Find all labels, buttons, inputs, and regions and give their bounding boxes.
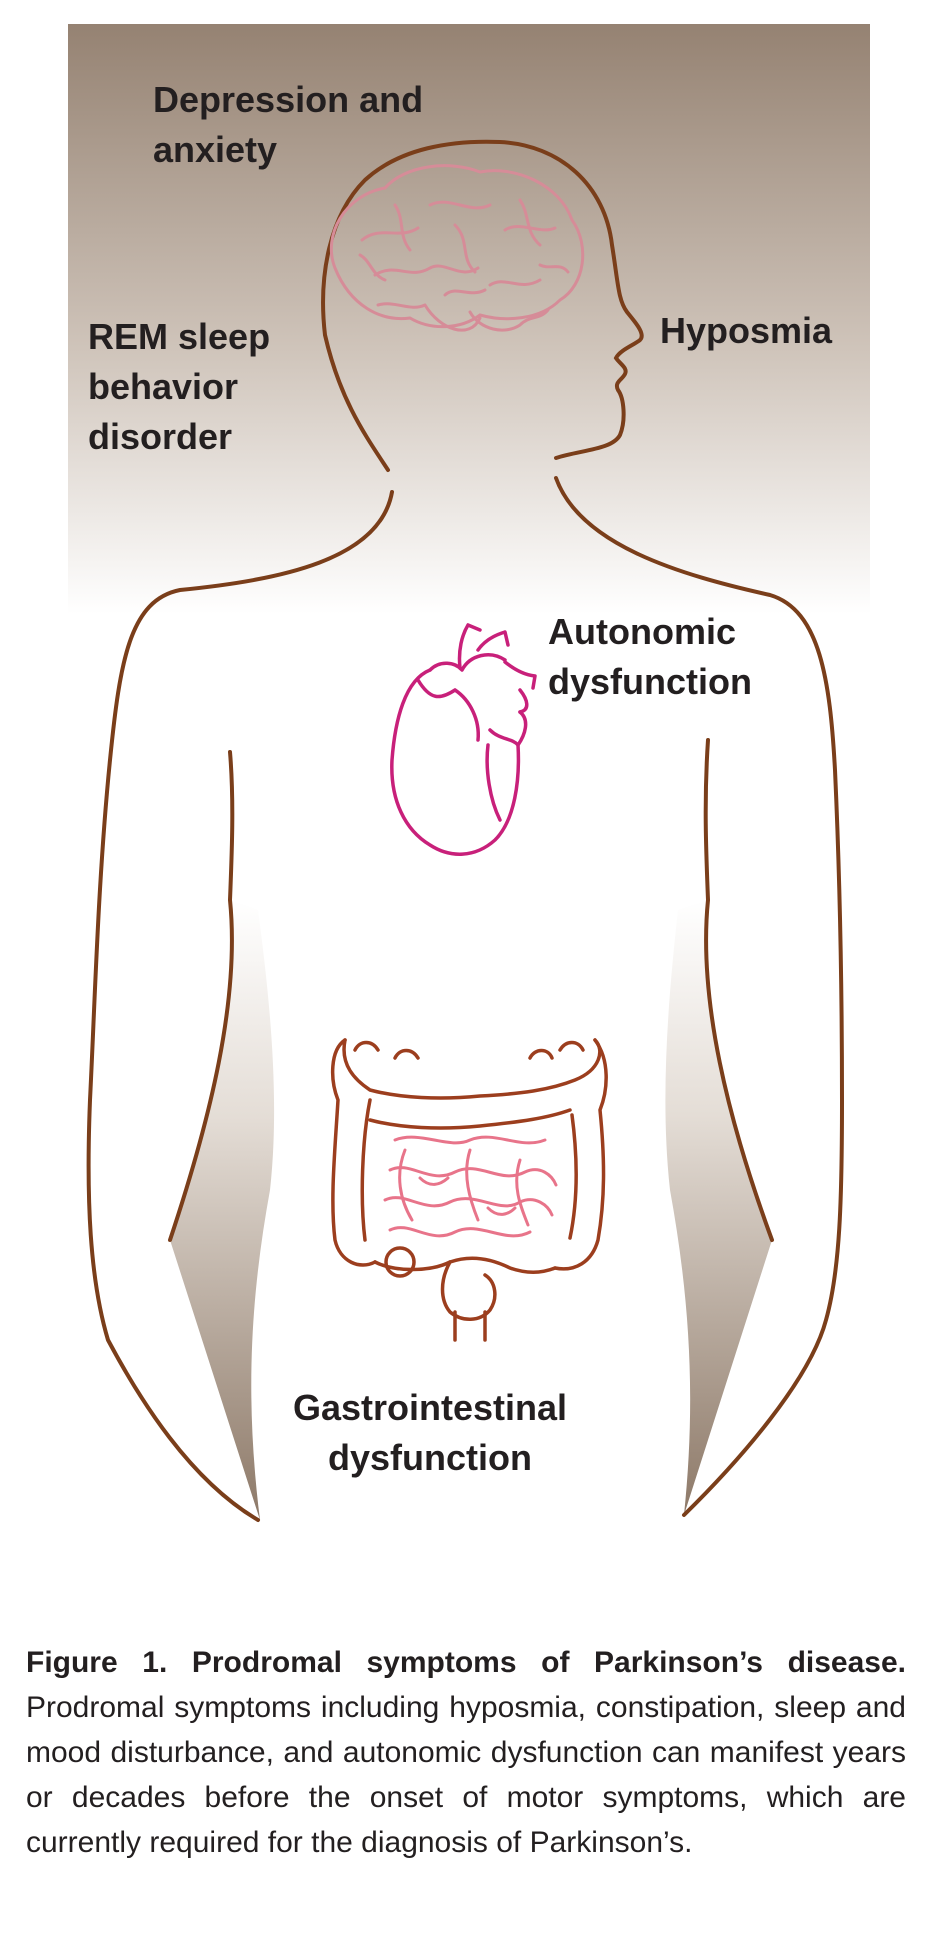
left-shoulder-outline [86, 490, 394, 1522]
caption-title: Figure 1. Prodromal symptoms of Parkinso… [26, 1646, 906, 1679]
caption-text: Prodromal symptoms including hyposmia, c… [26, 1691, 906, 1859]
brain-icon [329, 164, 585, 332]
label-gastrointestinal-dysfunction: Gastrointestinal dysfunction [292, 1387, 568, 1478]
body-outline [86, 139, 845, 1522]
label-rem-sleep-disorder: REM sleep behavior disorder [88, 316, 271, 457]
right-side-shading [665, 900, 772, 1515]
label-autonomic-dysfunction: Autonomic dysfunction [548, 611, 752, 702]
head-outline [321, 139, 644, 472]
colon-icon [330, 1038, 608, 1342]
small-intestine-icon [383, 1135, 558, 1238]
figure-caption: Figure 1. Prodromal symptoms of Parkinso… [26, 1640, 906, 1865]
left-side-shading [170, 900, 275, 1520]
label-depression-anxiety: Depression and anxiety [153, 79, 424, 170]
right-inner-arm-outline [703, 738, 774, 1242]
background-gradient [68, 24, 870, 614]
label-hyposmia: Hyposmia [660, 310, 833, 351]
heart-icon [390, 623, 537, 856]
right-shoulder-outline [554, 476, 845, 1517]
left-inner-arm-outline [168, 750, 235, 1242]
